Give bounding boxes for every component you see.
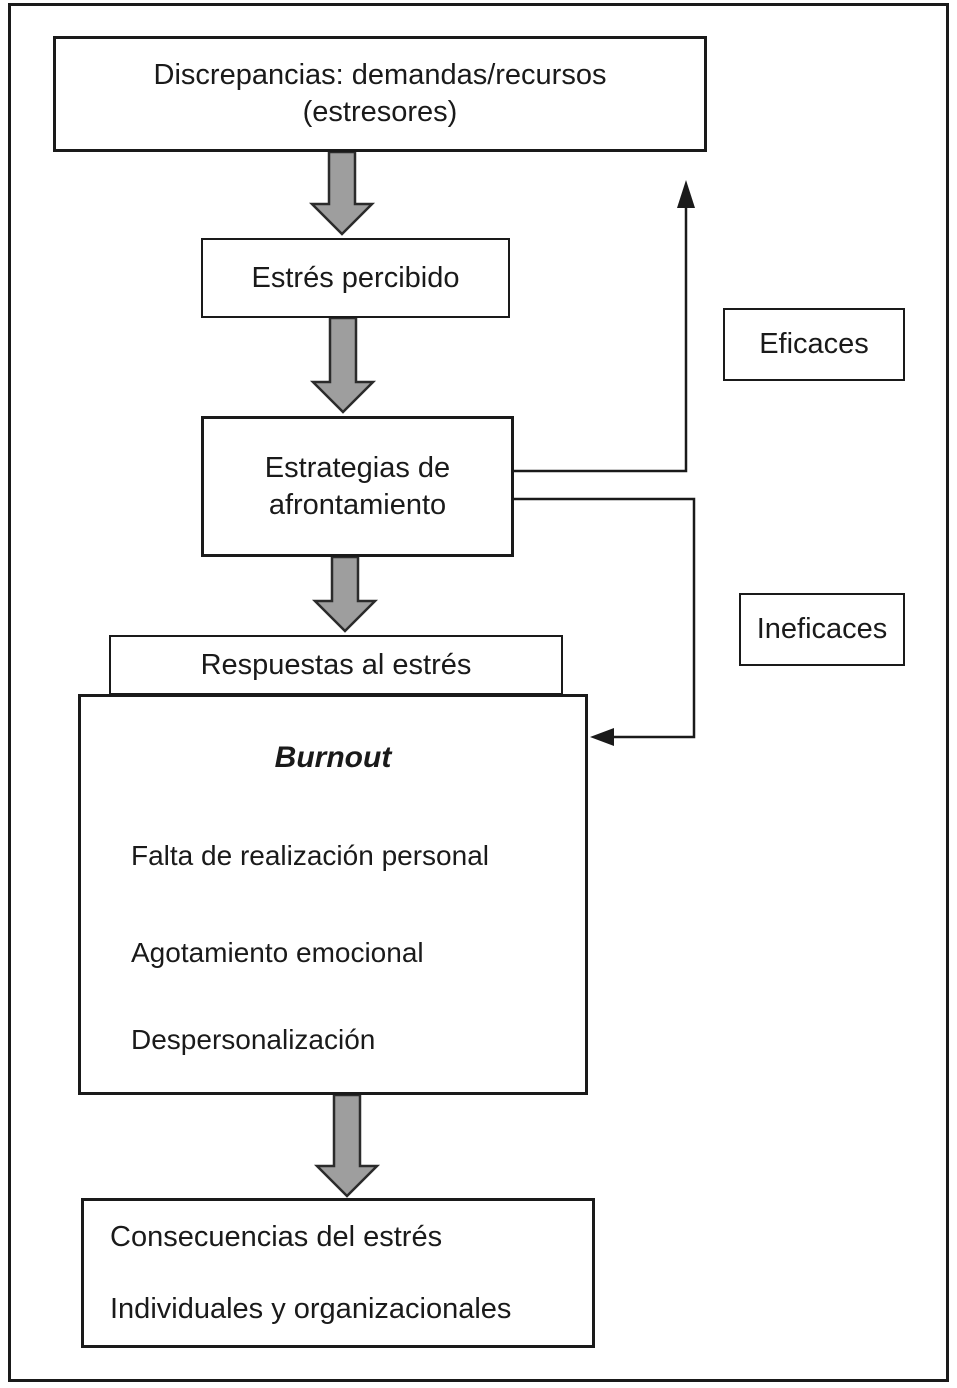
- label-ineficaces: Ineficaces: [739, 593, 905, 666]
- burnout-title: Burnout: [274, 741, 392, 774]
- node-estrategias-afrontamiento: Estrategias de afrontamiento: [201, 416, 514, 557]
- node-discrepancias: Discrepancias: demandas/recursos (estres…: [53, 36, 707, 152]
- ineficaces-feedback-line: [514, 497, 696, 739]
- node-consecuencias: Consecuencias del estrés Individuales y …: [81, 1198, 595, 1348]
- flow-arrow-burnout-to-consecuencias: [313, 1093, 381, 1198]
- node-respuestas-label: Respuestas al estrés: [200, 648, 472, 681]
- eficaces-arrowhead-icon: [677, 180, 695, 208]
- node-estrategias-line2: afrontamiento: [268, 488, 447, 521]
- node-burnout: Burnout Falta de realización personal Ag…: [78, 694, 588, 1095]
- burnout-item-falta-realizacion: Falta de realización personal: [131, 840, 489, 871]
- node-respuestas-al-estres: Respuestas al estrés: [109, 635, 563, 695]
- label-eficaces: Eficaces: [723, 308, 905, 381]
- node-estres-percibido: Estrés percibido: [201, 238, 510, 318]
- eficaces-feedback-line: [514, 206, 688, 473]
- flow-arrow-discrepancias-to-estres: [308, 150, 376, 236]
- node-consecuencias-line2: Individuales y organizacionales: [110, 1292, 512, 1325]
- flow-arrow-estrategias-to-respuestas: [311, 555, 379, 633]
- figure-border: [8, 3, 949, 1382]
- node-estrategias-line1: Estrategias de: [264, 451, 451, 484]
- label-eficaces-text: Eficaces: [759, 328, 869, 360]
- node-discrepancias-line1: Discrepancias: demandas/recursos: [153, 59, 607, 91]
- ineficaces-arrowhead-icon: [590, 728, 614, 746]
- node-estres-percibido-label: Estrés percibido: [251, 261, 460, 294]
- node-consecuencias-line1: Consecuencias del estrés: [110, 1220, 443, 1253]
- burnout-item-agotamiento: Agotamiento emocional: [131, 937, 424, 968]
- flow-arrow-estres-to-estrategias: [309, 316, 377, 414]
- node-discrepancias-line2: (estresores): [302, 96, 458, 128]
- label-ineficaces-text: Ineficaces: [756, 613, 888, 645]
- burnout-item-despersonalizacion: Despersonalización: [131, 1024, 376, 1055]
